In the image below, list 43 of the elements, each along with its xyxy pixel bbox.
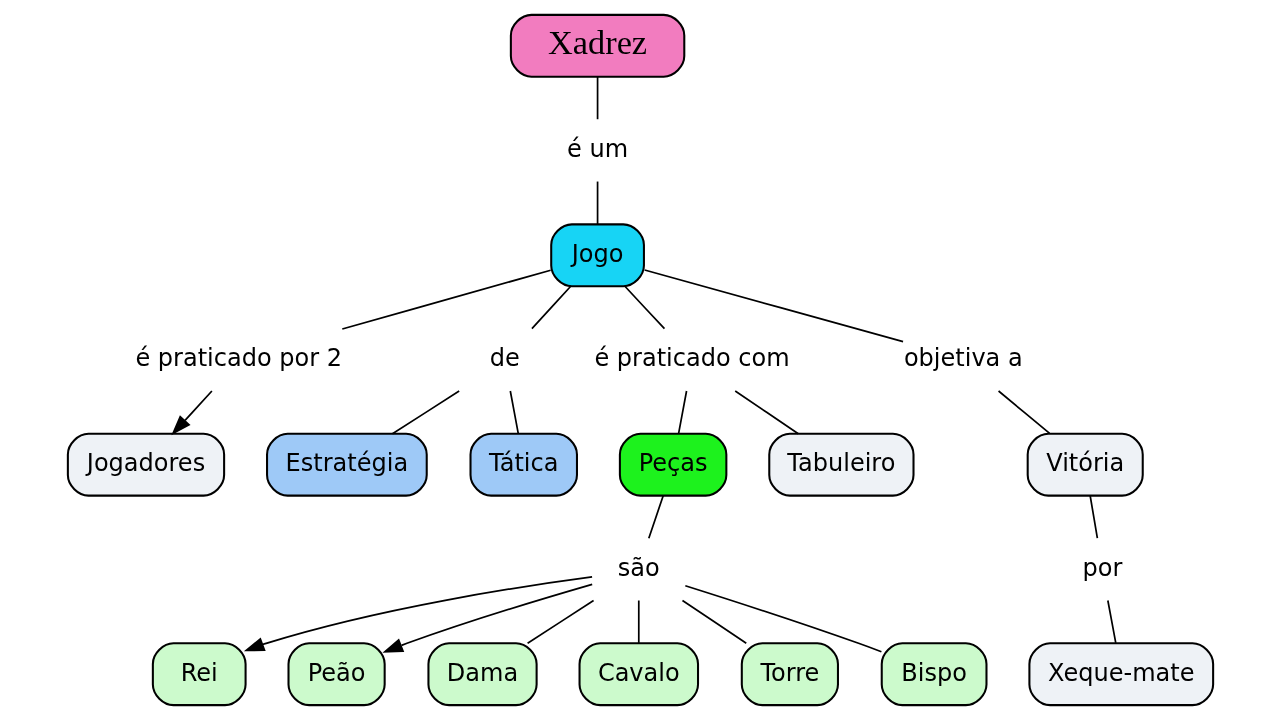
connector	[530, 285, 572, 330]
connector	[508, 390, 519, 435]
connector	[681, 599, 747, 645]
node-box: Dama	[426, 642, 538, 707]
node-box: Vitória	[1026, 432, 1144, 497]
node-box: Torre	[740, 642, 839, 707]
node-box: Bispo	[880, 642, 987, 707]
node-box: Xadrez	[509, 13, 685, 78]
node-box: Tabuleiro	[767, 432, 915, 497]
node-box: Estratégia	[265, 432, 428, 497]
arrow	[170, 390, 213, 436]
connector	[677, 390, 687, 435]
node-text: de	[489, 344, 520, 373]
node-box: Jogo	[549, 223, 645, 288]
node-box: Tática	[469, 432, 578, 497]
node-text: objetiva a	[903, 344, 1023, 373]
connector	[391, 390, 460, 435]
connector	[623, 285, 665, 330]
node-text: é praticado com	[593, 344, 790, 373]
arrow	[381, 583, 593, 653]
node-box: Peão	[287, 642, 386, 707]
node-text: é praticado por 2	[134, 344, 342, 373]
connector	[637, 599, 640, 644]
connector	[647, 494, 664, 540]
node-box: Jogadores	[66, 432, 225, 497]
node-text: são	[617, 553, 660, 582]
node-box: Xeque-mate	[1027, 642, 1214, 707]
connector	[733, 390, 799, 435]
arrow	[243, 576, 593, 652]
node-box: Peças	[618, 432, 727, 497]
connector	[1088, 494, 1098, 540]
connector	[596, 75, 598, 121]
node-text: por	[1081, 553, 1122, 582]
node-box: Rei	[151, 642, 247, 707]
connector	[340, 269, 551, 330]
connector	[526, 599, 594, 645]
node-text: é um	[566, 134, 628, 163]
connector	[1106, 599, 1117, 644]
connector	[683, 584, 882, 653]
connector	[643, 269, 904, 343]
node-box: Cavalo	[578, 642, 699, 707]
connector	[997, 390, 1050, 435]
connector	[596, 180, 598, 225]
